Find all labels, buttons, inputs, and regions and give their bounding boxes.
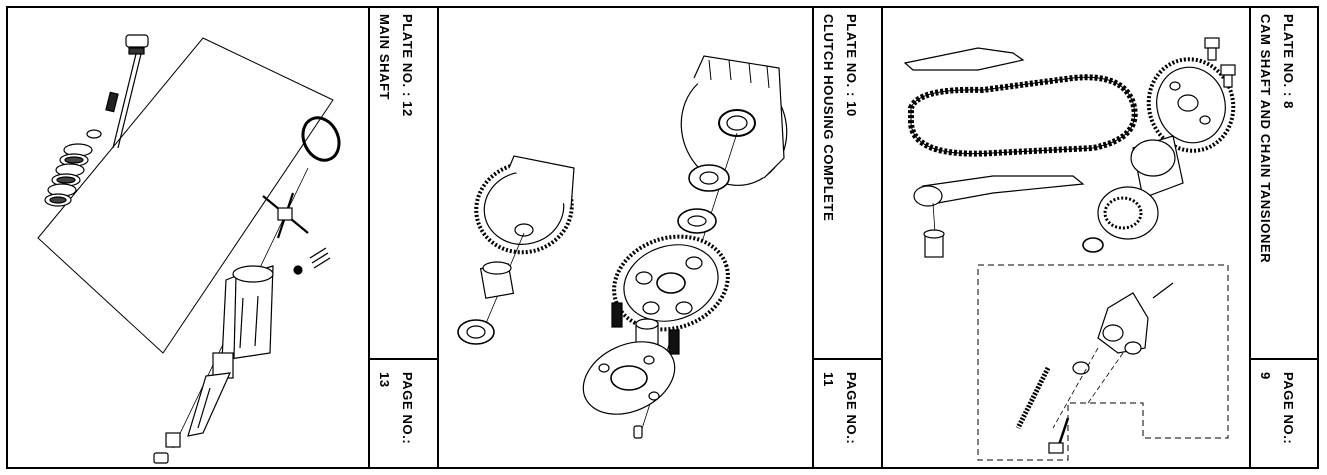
page-number-label: PAGE NO.: xyxy=(1281,372,1296,445)
clutch-housing-drawing xyxy=(439,8,812,467)
strip-divider xyxy=(1249,358,1319,360)
page-number: 9 xyxy=(1258,372,1273,380)
page-number-label: PAGE NO.: xyxy=(844,372,859,445)
divider xyxy=(1249,6,1251,469)
plate-title: CLUTCH HOUSING COMPLETE xyxy=(821,14,836,222)
page-number: 13 xyxy=(377,372,392,388)
page-number-label: PAGE NO.: xyxy=(400,372,415,445)
divider xyxy=(437,6,439,469)
strip-divider xyxy=(368,358,439,360)
divider xyxy=(881,6,883,469)
main-shaft-drawing xyxy=(8,8,368,467)
page-number: 11 xyxy=(821,372,836,387)
plate-number-label: PLATE NO. : 8 xyxy=(1281,14,1296,109)
plate-title: MAIN SHAFT xyxy=(377,14,392,101)
strip-divider xyxy=(812,358,883,360)
plate-title: CAM SHAFT AND CHAIN TANSIONER xyxy=(1258,14,1273,264)
camshaft-tensioner-drawing xyxy=(883,8,1249,467)
plate-number-label: PLATE NO. : 10 xyxy=(844,14,859,117)
divider xyxy=(812,6,814,469)
divider xyxy=(368,6,370,469)
plate-number-label: PLATE NO. : 12 xyxy=(400,14,415,117)
outer-frame xyxy=(6,6,1319,469)
